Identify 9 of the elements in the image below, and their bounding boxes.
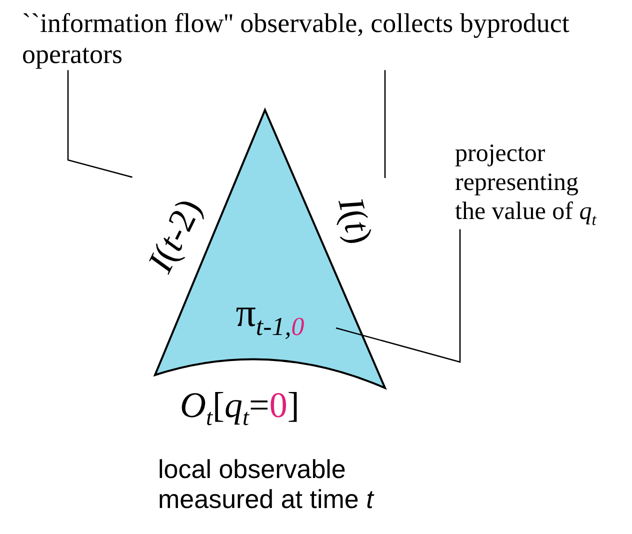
caption-text: local observable measured at time t xyxy=(158,455,376,515)
leader-line xyxy=(384,70,386,179)
flow-observable-label: I(t) xyxy=(322,167,388,274)
leader-line xyxy=(336,229,461,363)
annotation-text: ``information flow'' observable, collects byproduct operators xyxy=(22,8,602,70)
flow-observable-label: I(t-2) xyxy=(132,177,218,294)
annotation-text: projector representing the value of q$_{t}$ xyxy=(455,140,605,230)
observable-label: O$_{t}$[q$_{t}$=0] xyxy=(180,385,400,432)
leader-line xyxy=(67,70,132,178)
